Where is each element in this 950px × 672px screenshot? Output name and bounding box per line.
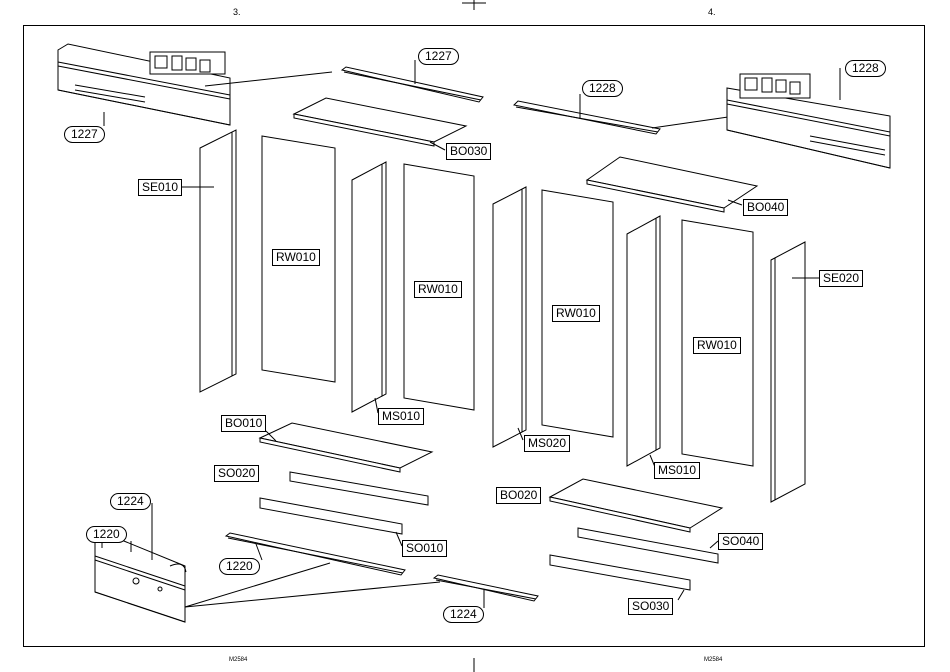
label-so030: SO030 xyxy=(628,598,673,615)
label-rw010-b: RW010 xyxy=(414,281,462,298)
label-ms010-a: MS010 xyxy=(378,408,424,425)
label-1220-a: 1220 xyxy=(86,526,127,543)
panel-ms010-a xyxy=(352,162,386,412)
label-bo020: BO020 xyxy=(496,487,541,504)
label-se010: SE010 xyxy=(138,179,182,196)
shelf-bo010 xyxy=(260,423,432,472)
panel-ms020 xyxy=(493,187,526,447)
label-so010: SO010 xyxy=(402,540,447,557)
label-se020: SE020 xyxy=(819,270,863,287)
panel-se020 xyxy=(771,242,805,502)
label-bo010: BO010 xyxy=(221,415,266,432)
label-1227-top: 1227 xyxy=(418,48,459,65)
leader-1228-rail xyxy=(652,116,735,128)
strip-so020 xyxy=(290,472,428,505)
strip-so030 xyxy=(550,555,690,590)
rail-1224 xyxy=(434,575,538,601)
shelf-bo030 xyxy=(294,98,466,146)
leader-so040 xyxy=(710,541,718,548)
strip-so010 xyxy=(260,498,402,534)
rail-1227 xyxy=(342,67,483,102)
leader-detail-2 xyxy=(185,582,440,607)
label-so020: SO020 xyxy=(214,465,259,482)
strip-so040 xyxy=(578,528,718,563)
label-1228-right: 1228 xyxy=(845,60,886,77)
label-so040: SO040 xyxy=(718,533,763,550)
label-bo030: BO030 xyxy=(446,143,491,160)
label-rw010-d: RW010 xyxy=(693,337,741,354)
panel-se010 xyxy=(200,130,236,392)
label-rw010-a: RW010 xyxy=(272,249,320,266)
leader-1220-b xyxy=(256,544,262,560)
top-rail-right xyxy=(727,74,890,168)
rail-1228 xyxy=(514,101,660,134)
label-ms010-b: MS010 xyxy=(654,462,700,479)
label-ms020: MS020 xyxy=(524,435,570,452)
label-bo040: BO040 xyxy=(743,199,788,216)
top-rail-left xyxy=(58,44,230,125)
label-rw010-c: RW010 xyxy=(552,305,600,322)
rail-detail xyxy=(95,532,186,622)
label-1224-top: 1224 xyxy=(110,493,151,510)
shelf-bo020 xyxy=(550,479,722,532)
label-1224-bottom: 1224 xyxy=(443,606,484,623)
label-1220-b: 1220 xyxy=(219,558,260,575)
leader-so030 xyxy=(678,590,684,600)
label-1228-mid: 1228 xyxy=(582,80,623,97)
panel-ms010-b xyxy=(627,216,660,466)
label-1227-left: 1227 xyxy=(64,126,105,143)
